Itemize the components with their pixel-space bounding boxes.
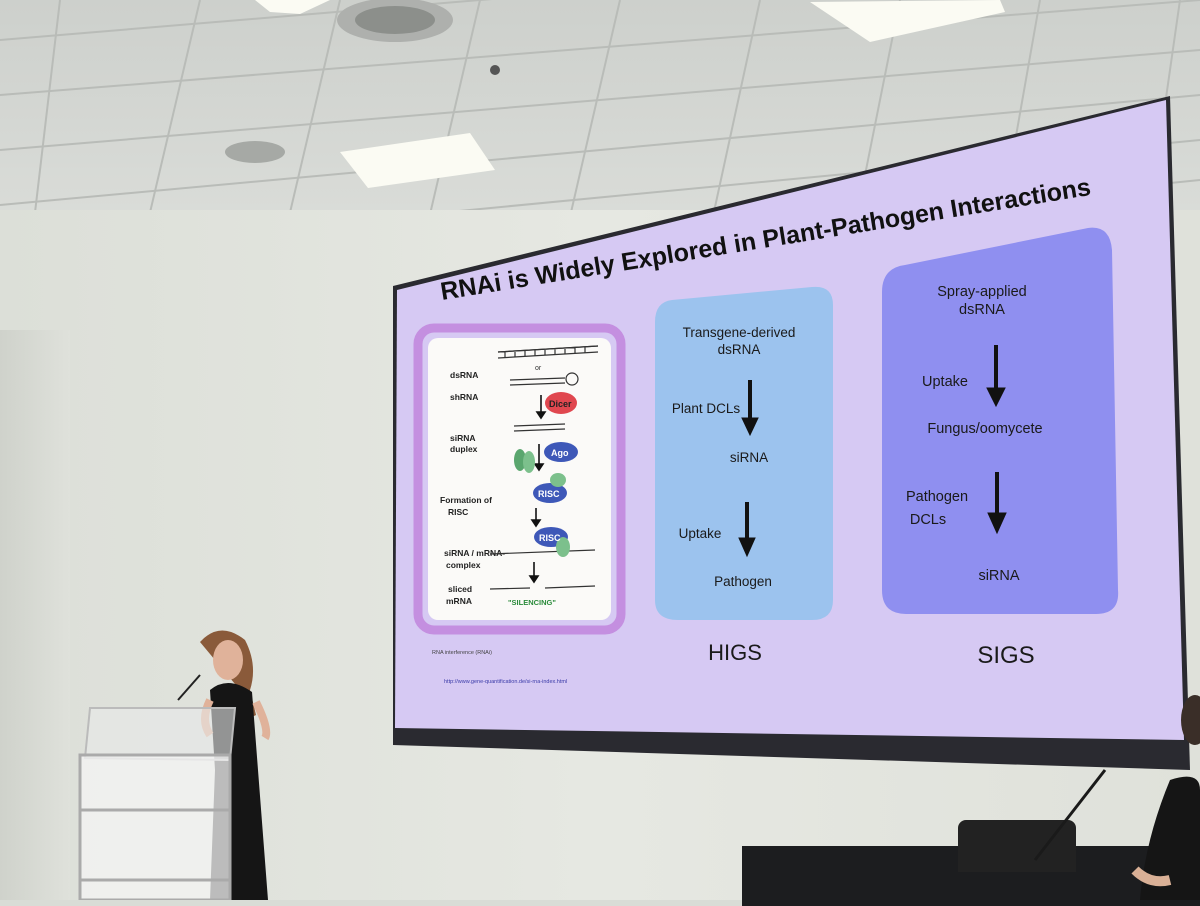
sigs-step: siRNA	[978, 568, 1019, 584]
sigs-box	[882, 227, 1119, 614]
risc-label: RISC	[538, 489, 560, 499]
stage-label: siRNA	[450, 433, 476, 443]
risc-label: RISC	[539, 533, 561, 543]
diagram-frame	[413, 323, 626, 635]
audience-member	[1131, 695, 1200, 900]
higs-step: dsRNA	[718, 342, 761, 357]
microphone	[177, 674, 201, 701]
stage-label: shRNA	[450, 392, 478, 402]
stage-label: sliced	[448, 584, 472, 594]
dicer-label: Dicer	[549, 399, 572, 409]
ceiling-light	[810, 0, 1005, 42]
risc-complex	[533, 483, 567, 503]
chair	[958, 820, 1076, 872]
ceiling-light	[340, 133, 495, 188]
silencing-label: "SILENCING"	[508, 598, 556, 607]
stage-label: duplex	[450, 444, 478, 454]
dicer-enzyme	[545, 392, 577, 414]
higs-step: siRNA	[730, 450, 768, 465]
podium	[78, 707, 237, 900]
stage-label: mRNA	[446, 596, 472, 606]
presenter-face	[213, 640, 243, 680]
sigs-step: dsRNA	[959, 302, 1005, 318]
stage-label: siRNA / mRNA-	[444, 548, 505, 558]
protein-subunit	[514, 449, 526, 471]
or-label: or	[535, 365, 542, 372]
higs-step: Pathogen	[714, 574, 772, 589]
rnai-diagram: dsRNA shRNA siRNA duplex Formation of RI…	[413, 323, 626, 685]
diagram-panel	[428, 338, 611, 620]
higs-step: Plant DCLs	[672, 401, 741, 416]
sigs-step: Spray-applied	[937, 284, 1026, 300]
stage-label: RISC	[448, 507, 468, 517]
ago-label: Ago	[551, 448, 569, 458]
sigs-step: Fungus/oomycete	[927, 421, 1042, 437]
higs-step: Transgene-derived	[683, 325, 796, 340]
sigs-step: DCLs	[910, 512, 946, 528]
higs-panel: Transgene-derived dsRNA Plant DCLs siRNA…	[655, 286, 833, 665]
ago-protein	[544, 442, 578, 462]
sigs-label: SIGS	[977, 642, 1034, 669]
sigs-step: Pathogen	[906, 489, 968, 505]
ceiling-speaker	[225, 141, 285, 163]
higs-label: HIGS	[708, 640, 762, 665]
higs-step: Uptake	[679, 526, 722, 541]
sigs-panel: Spray-applied dsRNA Uptake Fungus/oomyce…	[882, 227, 1119, 669]
source-url: http://www.gene-quantification.de/si-rna…	[444, 679, 567, 685]
higs-box	[655, 286, 833, 620]
table-microphone	[1033, 769, 1107, 861]
ceiling-light	[255, 0, 330, 14]
stage-label: complex	[446, 560, 481, 570]
sigs-step: Uptake	[922, 374, 968, 390]
diagram-caption: RNA interference (RNAi)	[432, 650, 492, 656]
stage-label: dsRNA	[450, 370, 478, 380]
wall-column	[0, 330, 70, 900]
stage-label: Formation of	[440, 495, 492, 505]
